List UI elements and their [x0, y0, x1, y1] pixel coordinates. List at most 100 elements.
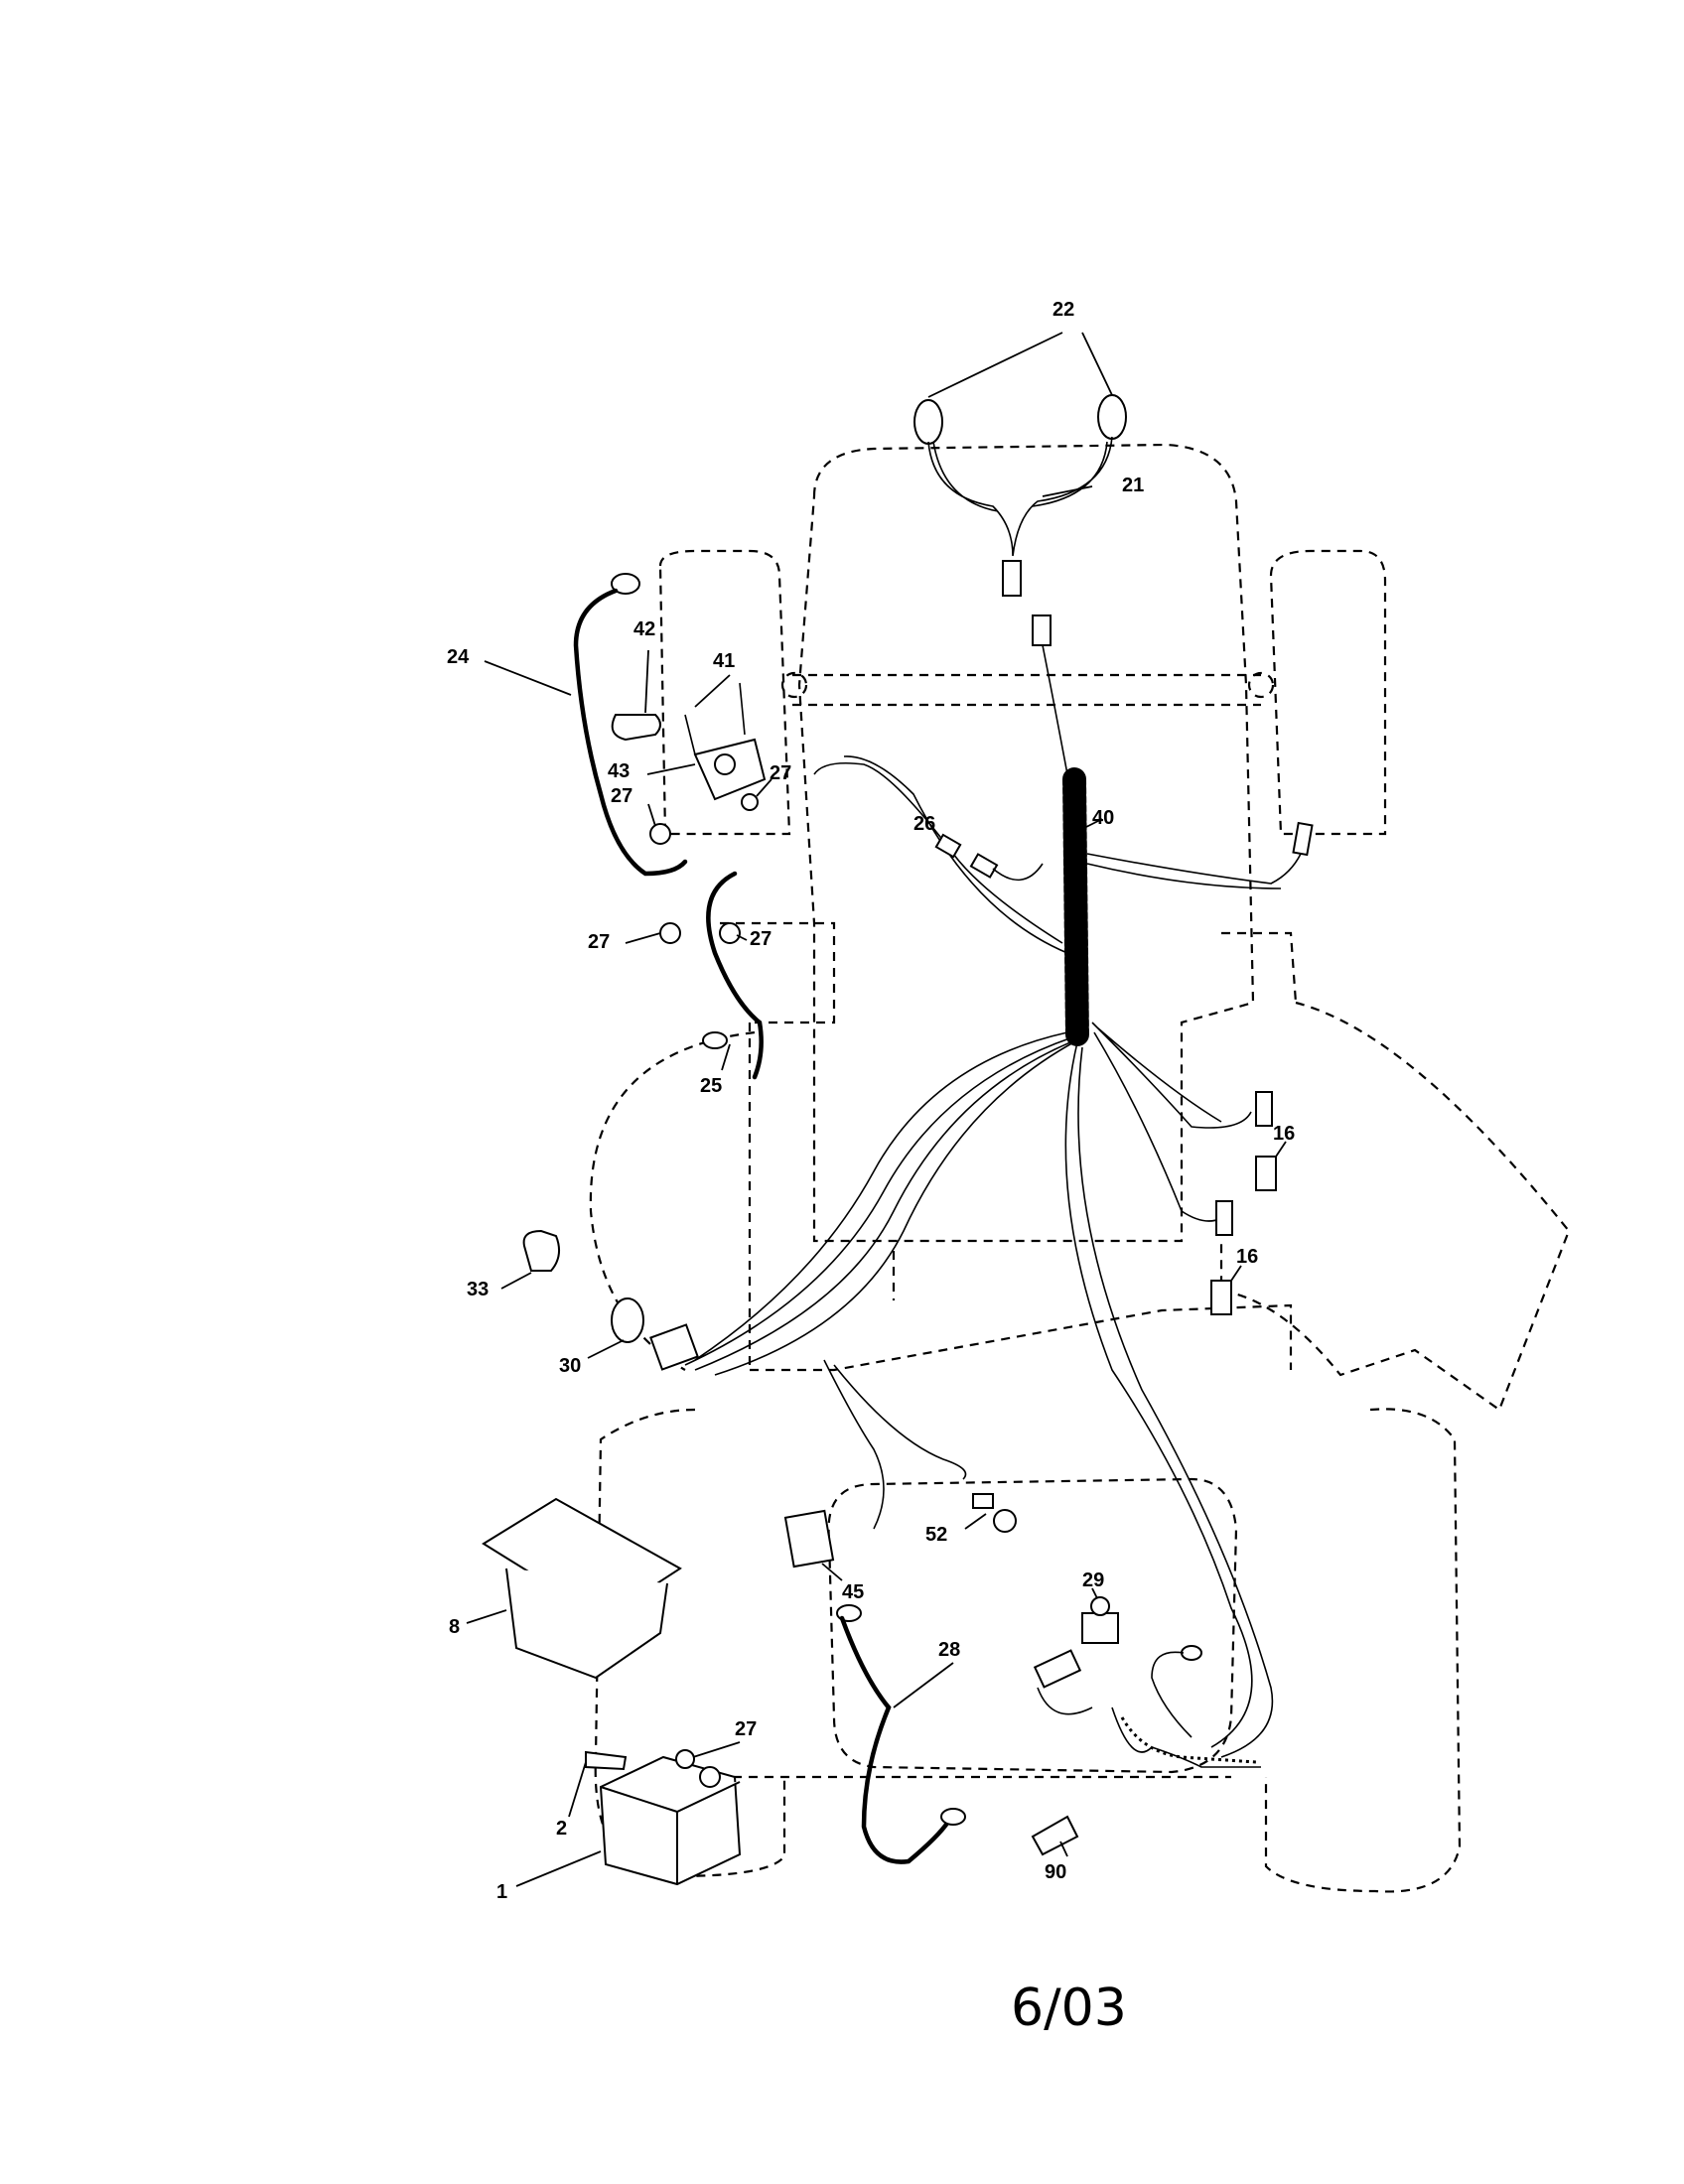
- cable-28-terminal-bottom: [940, 1808, 966, 1826]
- bulb-52: [993, 1509, 1017, 1533]
- fender-outline: [827, 1477, 1238, 1774]
- callout-25: 25: [700, 1075, 722, 1097]
- leader-29: [1091, 1587, 1098, 1599]
- nut-27c: [659, 922, 681, 944]
- interlock-switch-lower: [1210, 1280, 1232, 1315]
- harness-branch-right: [1086, 853, 1302, 889]
- battery-box-8: [482, 1497, 682, 1680]
- boot-90: [1031, 1815, 1079, 1856]
- nut-27e: [675, 1749, 695, 1769]
- callout-24: 24: [447, 646, 470, 668]
- connector-26a: [934, 833, 962, 859]
- tractor-outline: [589, 443, 1571, 1893]
- leader-16a: [1275, 1141, 1287, 1158]
- connector-26b: [969, 853, 999, 879]
- leader-8: [466, 1609, 507, 1624]
- callout-27-battery: 27: [735, 1718, 757, 1740]
- frame-bolt-right: [1247, 671, 1275, 699]
- boot-42: [611, 714, 661, 742]
- battery-terminal: [699, 1766, 721, 1788]
- frame-rail-left: [748, 1023, 896, 1370]
- leader-27a: [647, 803, 656, 827]
- coil-connector: [1033, 1649, 1082, 1689]
- callout-27-left: 27: [611, 785, 632, 807]
- callout-27-lower-left: 27: [588, 931, 610, 953]
- solenoid-terminal: [714, 753, 736, 775]
- leader-27e: [692, 1741, 741, 1758]
- leader-27d: [736, 934, 748, 941]
- callout-28: 28: [938, 1639, 960, 1661]
- callout-22: 22: [1052, 299, 1074, 321]
- mid-frame: [720, 921, 1298, 1024]
- callout-33: 33: [467, 1279, 489, 1300]
- switch-29-body: [1081, 1612, 1119, 1644]
- harness-branch-lower-right: [1091, 1022, 1252, 1222]
- nut-27d: [719, 922, 741, 944]
- callout-16-upper: 16: [1273, 1123, 1295, 1145]
- callout-21: 21: [1122, 475, 1144, 496]
- interlock-switch-upper: [1255, 1156, 1277, 1191]
- mower-deck: [1219, 1001, 1571, 1412]
- bolt-41b: [739, 682, 746, 736]
- harness-branch-center: [823, 1359, 967, 1530]
- leader-22b: [1081, 332, 1113, 396]
- fuse-holder-45: [783, 1509, 835, 1569]
- connector-26-wire: [992, 863, 1044, 882]
- headlight-assembly: [913, 394, 1127, 646]
- leader-33: [500, 1272, 532, 1290]
- callout-45: 45: [842, 1581, 864, 1603]
- leader-30: [587, 1339, 625, 1359]
- callout-41: 41: [713, 650, 735, 672]
- harness-branch-rear: [1064, 1041, 1274, 1758]
- ignition-plug: [649, 1323, 699, 1371]
- leader-27c: [625, 932, 661, 944]
- callout-1: 1: [496, 1881, 507, 1903]
- solenoid-assembly: [573, 573, 767, 1080]
- switch-29: [1081, 1596, 1119, 1644]
- connector-52: [972, 1493, 994, 1509]
- leader-25: [721, 1043, 731, 1071]
- leader-41: [694, 674, 731, 708]
- seat-outline: [750, 1303, 1293, 1372]
- cable-28: [839, 1615, 951, 1864]
- headlight-wire: [927, 436, 1113, 557]
- leader-52: [964, 1513, 987, 1530]
- ignition-switch-30: [611, 1297, 699, 1371]
- battery-1: [599, 1755, 742, 1886]
- headlight-right: [1097, 394, 1127, 440]
- cable-25-terminal: [702, 1031, 728, 1049]
- harness-connector-top: [1032, 614, 1052, 646]
- headlight-left: [913, 399, 943, 445]
- front-frame: [792, 673, 1261, 707]
- callout-16-lower: 16: [1236, 1246, 1258, 1268]
- nut-27a: [649, 823, 671, 845]
- hood-outline: [797, 443, 1255, 1243]
- bolt-2: [585, 1750, 628, 1771]
- ground-terminal: [1181, 1645, 1202, 1661]
- leader-28: [893, 1662, 954, 1708]
- harness-plug-right-upper: [1255, 1091, 1273, 1127]
- nut-27b: [741, 793, 759, 811]
- leader-90: [1059, 1841, 1068, 1857]
- front-wheel-right: [1269, 549, 1387, 836]
- callout-40: 40: [1092, 807, 1114, 829]
- ignition-switch-body: [611, 1297, 644, 1343]
- callout-30: 30: [559, 1355, 581, 1377]
- cable-24-terminal: [611, 573, 640, 595]
- harness-conduit: [1062, 767, 1089, 1049]
- leader-21: [1042, 485, 1093, 497]
- leader-16b: [1230, 1265, 1242, 1282]
- date-stamp: 6/03: [1011, 1979, 1127, 2038]
- leader-1: [515, 1850, 602, 1887]
- callout-42: 42: [633, 618, 655, 640]
- callout-8: 8: [449, 1616, 460, 1638]
- leader-22a: [927, 332, 1063, 398]
- callout-27-right: 27: [770, 762, 791, 784]
- headlight-connector: [1002, 560, 1022, 597]
- main-harness: [684, 644, 1302, 1758]
- coil-spiral: [1120, 1716, 1257, 1764]
- bolt-41a: [684, 714, 696, 755]
- callout-52: 52: [925, 1524, 947, 1546]
- callout-43: 43: [608, 760, 630, 782]
